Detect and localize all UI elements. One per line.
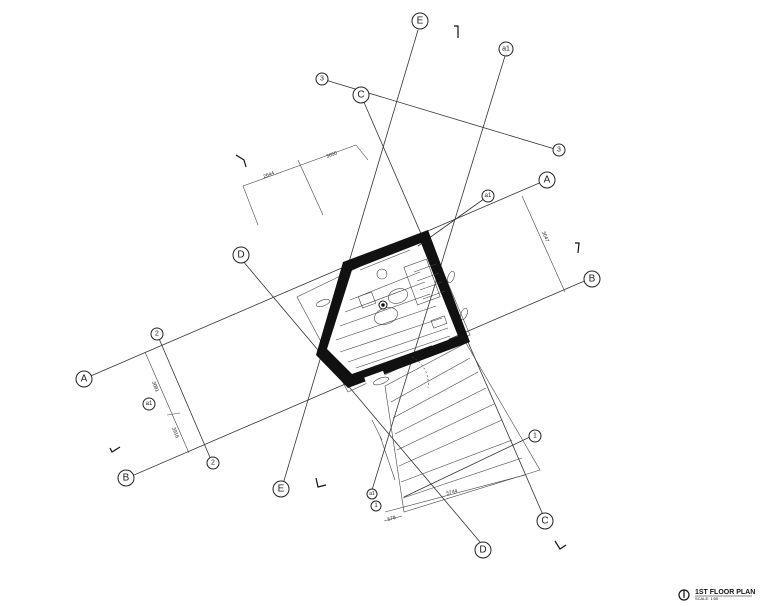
dim-3916: 3916 [170, 427, 180, 440]
dim-2644: 2644 [263, 170, 276, 180]
grid-bubble-1-bottom: 1 [374, 503, 378, 509]
grid-bubble-2-bottom: 2 [211, 460, 215, 467]
grid-bubble-3-right: 3 [557, 147, 561, 154]
grid-line-d [241, 259, 481, 543]
dim-578: 578 [387, 515, 397, 523]
grid-bubble-a1-top: a1 [502, 46, 510, 53]
grid-bubble-3-left: 3 [320, 76, 324, 83]
dim-3650: 3650 [326, 150, 339, 160]
grid-line-e [282, 29, 419, 485]
grid-bubble-2-top: 2 [155, 331, 159, 338]
interior [316, 249, 468, 389]
dim-3081: 3081 [150, 381, 160, 394]
grid-bubble-a1-mid: a1 [485, 193, 492, 199]
dim-5744: 5744 [446, 488, 459, 497]
drawing-scale: SCALE: 1:50 [695, 596, 719, 601]
grid-line-2 [156, 333, 213, 463]
drawing-title: 1ST FLOOR PLAN [695, 589, 755, 596]
stair-deck [371, 342, 541, 513]
grid-bubbles: E a1 3 C 3 A a1 D B 2 A a1 1 2 B E a1 [75, 12, 601, 559]
exterior-wall [316, 230, 470, 388]
grid-bubble-e-top: E [417, 16, 424, 27]
grid-bubble-c-top: C [357, 90, 364, 101]
title-block: 1ST FLOOR PLAN SCALE: 1:50 [678, 589, 755, 601]
grid-bubble-d-bottom: D [479, 545, 486, 556]
grid-bubble-1-right: 1 [533, 433, 537, 440]
corner-marks [109, 25, 580, 550]
grid-bubble-a1-bottom: a1 [369, 491, 375, 497]
building-walls [316, 230, 470, 388]
grid-bubble-d-left: D [237, 250, 244, 261]
grid-bubble-a1-left: a1 [146, 401, 153, 407]
grid-bubble-a-left: A [81, 374, 88, 385]
grid-line-a [85, 180, 545, 379]
grid-bubble-a-right: A [544, 175, 551, 186]
grid-bubble-b-right: B [589, 274, 596, 285]
dim-3047: 3047 [540, 231, 550, 244]
dimension-lines [144, 144, 566, 522]
grid-bubble-e-bottom: E [278, 484, 285, 495]
grid-line-1 [403, 435, 533, 498]
grid-bubble-b-left: B [123, 473, 130, 484]
grid-bubble-c-bottom: C [541, 516, 548, 527]
